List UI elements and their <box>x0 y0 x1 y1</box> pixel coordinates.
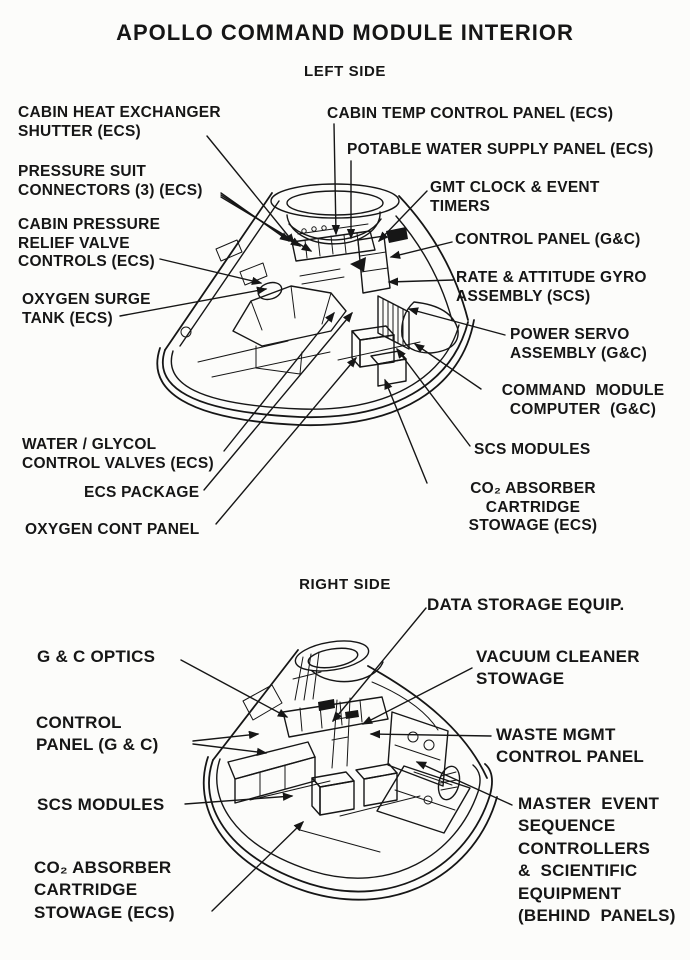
label-cabin-pressure-relief-valve: CABIN PRESSURE RELIEF VALVE CONTROLS (EC… <box>18 216 161 271</box>
label-potable-water-supply-panel: POTABLE WATER SUPPLY PANEL (ECS) <box>347 141 654 158</box>
label-ecs-package: ECS PACKAGE <box>84 484 200 501</box>
label-oxygen-cont-panel: OXYGEN CONT PANEL <box>25 521 200 538</box>
label-master-event-sequence: MASTER EVENT SEQUENCE CONTROLLERS & SCIE… <box>518 794 676 926</box>
label-waste-mgmt-control-panel: WASTE MGMT CONTROL PANEL <box>496 725 645 767</box>
label-co2-absorber-stowage-right: CO₂ ABSORBER CARTRIDGE STOWAGE (ECS) <box>34 858 175 922</box>
label-oxygen-surge-tank: OXYGEN SURGE TANK (ECS) <box>22 291 151 327</box>
label-control-panel-gc-right: CONTROL PANEL (G & C) <box>36 713 159 755</box>
label-rate-attitude-gyro: RATE & ATTITUDE GYRO ASSEMBLY (SCS) <box>456 269 647 305</box>
right-leader-lines <box>180 607 513 912</box>
left-side-heading: LEFT SIDE <box>303 63 387 80</box>
page-title: APOLLO COMMAND MODULE INTERIOR <box>116 20 574 45</box>
label-control-panel-gc: CONTROL PANEL (G&C) <box>455 231 641 248</box>
label-power-servo-assembly: POWER SERVO ASSEMBLY (G&C) <box>510 326 647 362</box>
label-vacuum-cleaner-stowage: VACUUM CLEANER STOWAGE <box>476 647 640 689</box>
label-gc-optics: G & C OPTICS <box>37 647 156 666</box>
left-capsule-art <box>156 183 475 426</box>
label-pressure-suit-connectors: PRESSURE SUIT CONNECTORS (3) (ECS) <box>18 163 203 199</box>
label-cabin-temp-control-panel: CABIN TEMP CONTROL PANEL (ECS) <box>327 105 614 122</box>
label-scs-modules-left: SCS MODULES <box>474 441 591 458</box>
label-co2-absorber-stowage-left: CO₂ ABSORBER CARTRIDGE STOWAGE (ECS) <box>468 480 598 535</box>
label-gmt-clock-event-timers: GMT CLOCK & EVENT TIMERS <box>430 179 600 215</box>
right-side-heading: RIGHT SIDE <box>299 576 391 593</box>
label-data-storage-equip: DATA STORAGE EQUIP. <box>427 595 625 614</box>
label-command-module-computer: COMMAND MODULE COMPUTER (G&C) <box>501 382 665 418</box>
left-leader-lines <box>119 123 506 525</box>
right-capsule-art <box>202 640 498 901</box>
label-scs-modules-right: SCS MODULES <box>37 795 165 814</box>
label-cabin-heat-exchanger-shutter: CABIN HEAT EXCHANGER SHUTTER (ECS) <box>18 104 221 140</box>
label-water-glycol-control-valves: WATER / GLYCOL CONTROL VALVES (ECS) <box>22 436 214 472</box>
